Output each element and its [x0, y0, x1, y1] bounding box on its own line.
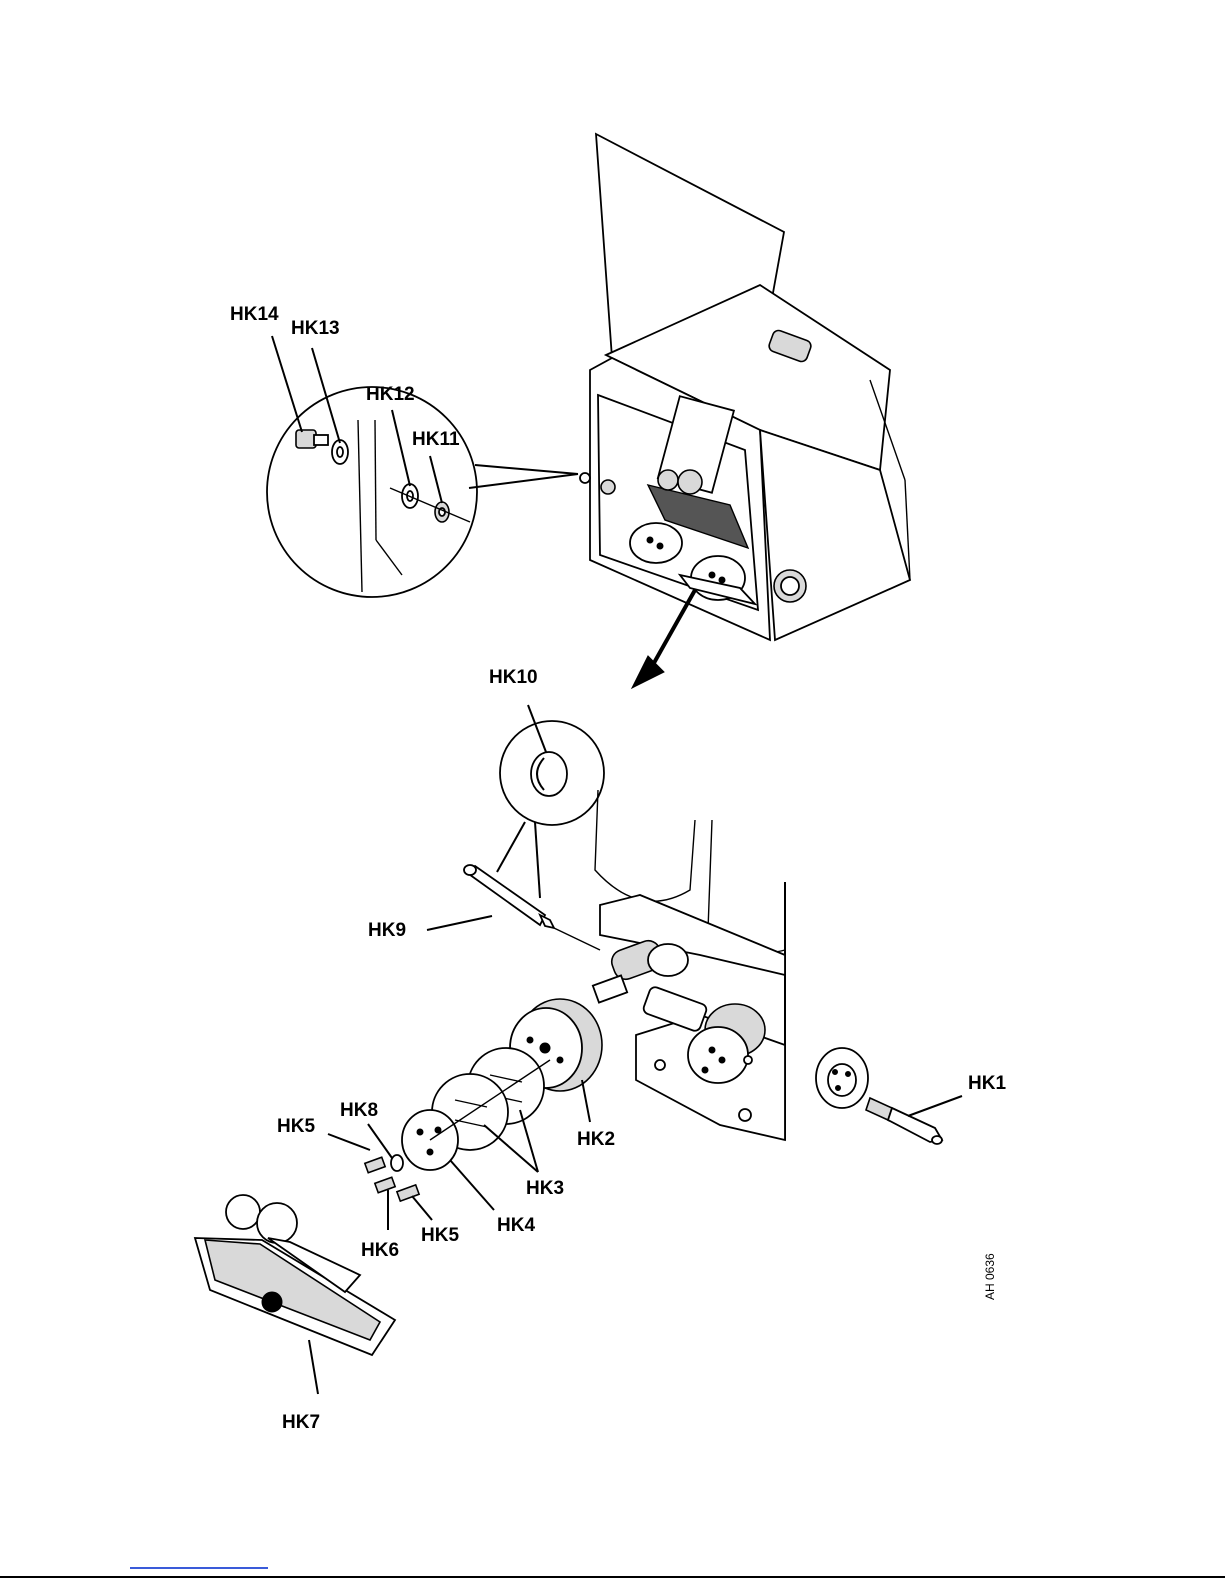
wire-feeder-housing: [580, 134, 910, 640]
figure-code: AH 0636: [983, 1253, 997, 1300]
label-hk9: HK9: [368, 920, 406, 941]
label-hk11: HK11: [412, 429, 460, 450]
direction-arrow: [632, 590, 695, 688]
label-hk5-bottom: HK5: [421, 1225, 459, 1246]
label-hk1: HK1: [968, 1073, 1006, 1094]
hk1-guide: [816, 1048, 942, 1144]
footer-link-underline[interactable]: [130, 1567, 268, 1569]
label-hk8: HK8: [340, 1100, 378, 1121]
detail-circle-hk10: [497, 705, 604, 898]
label-hk12: HK12: [366, 384, 415, 405]
label-hk5-top: HK5: [277, 1116, 315, 1137]
hk9-shaft: [464, 865, 600, 950]
feeder-mechanism: [593, 790, 785, 1140]
hk7-pressure-arm: [195, 1195, 395, 1355]
label-hk3: HK3: [526, 1178, 564, 1199]
label-hk2: HK2: [577, 1129, 615, 1150]
label-hk4: HK4: [497, 1215, 535, 1236]
label-hk13: HK13: [291, 318, 340, 339]
detail-circle-top: [267, 387, 578, 597]
footer-rule: [0, 1576, 1225, 1578]
label-hk10: HK10: [489, 667, 538, 688]
label-hk6: HK6: [361, 1240, 399, 1261]
label-hk14: HK14: [230, 304, 279, 325]
label-hk7: HK7: [282, 1412, 320, 1433]
